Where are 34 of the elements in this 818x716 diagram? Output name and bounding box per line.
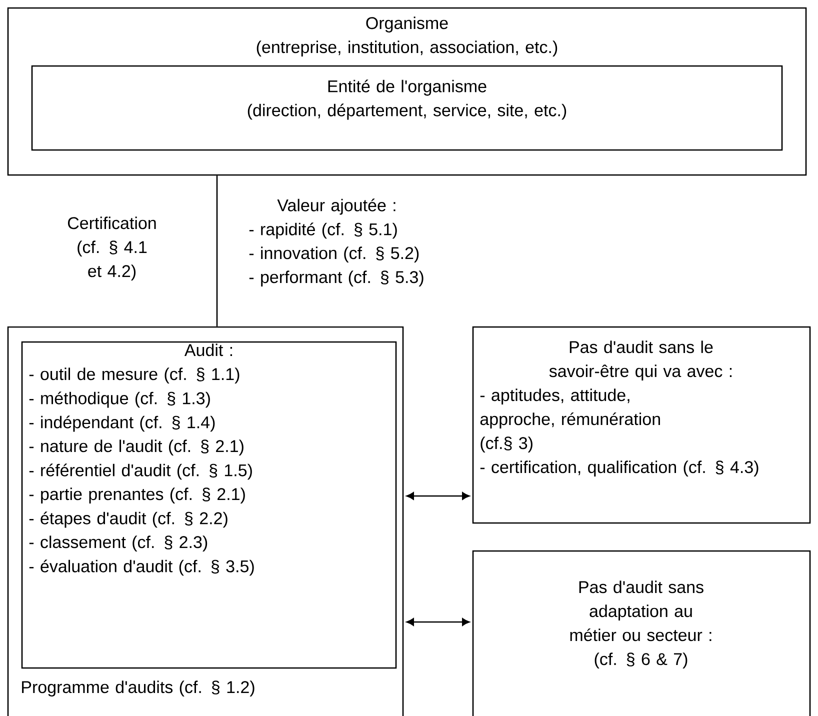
box-text: (entreprise, institution, association, etc.) [256, 40, 558, 56]
box-heading: Organisme [366, 16, 448, 32]
box-heading: Pas d'audit sans le savoir-être qui va avec : [549, 340, 732, 380]
box-text: (cf. § 6 & 7) [594, 652, 688, 668]
double-arrow [406, 492, 470, 500]
note-text: - performant (cf. § 5.3) [249, 270, 424, 286]
note-text: - innovation (cf. § 5.2) [249, 246, 419, 262]
box-text: - nature de l'audit (cf. § 2.1) [29, 440, 244, 456]
box-heading: Entité de l'organisme [328, 80, 486, 96]
box-text: (direction, département, service, site, etc.) [248, 104, 566, 120]
panel [7, 7, 807, 176]
box-heading: Pas d'audit sans adaptation au métier ou secteur : [570, 580, 712, 642]
box-text: - évaluation d'audit (cf. § 3.5) [29, 560, 254, 576]
connector-line [216, 176, 218, 326]
panel [472, 550, 811, 716]
box-text: - partie prenantes (cf. § 2.1) [29, 488, 245, 504]
panel [472, 326, 811, 524]
box-text: - certification, qualification (cf. § 4.3) [480, 460, 758, 476]
inner-box [31, 65, 783, 151]
box-text: - aptitudes, attitude, approche, rémunération (cf.§ 3) [480, 388, 660, 452]
box-text: - étapes d'audit (cf. § 2.2) [29, 512, 228, 528]
box-heading: Audit : [184, 344, 232, 356]
double-arrow [406, 618, 470, 626]
edge-label: Certification (cf. § 4.1 et 4.2) [52, 216, 172, 282]
note-text: - rapidité (cf. § 5.1) [249, 222, 397, 239]
box-text: - référentiel d'audit (cf. § 1.5) [29, 464, 252, 480]
box-text: - classement (cf. § 2.3) [29, 536, 208, 552]
box-text: - méthodique (cf. § 1.3) [29, 392, 210, 408]
box-text: - outil de mesure (cf. § 1.1) [29, 368, 240, 384]
note-heading: Valeur ajoutée : [277, 198, 396, 215]
box-text: - indépendant (cf. § 1.4) [29, 416, 215, 432]
inner-box [21, 341, 397, 669]
panel [7, 326, 404, 716]
box-text: Programme d'audits (cf. § 1.2) [22, 680, 254, 696]
